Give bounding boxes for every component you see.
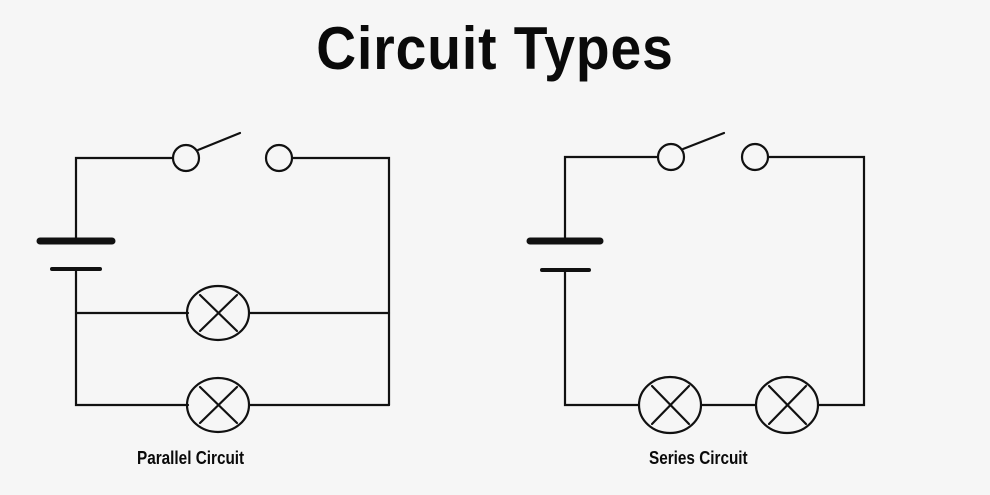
open-switch-icon: [656, 131, 770, 172]
battery-icon: [36, 237, 116, 271]
lamp-icon: [185, 376, 251, 434]
open-switch-icon: [171, 131, 294, 173]
lamp-icon: [185, 284, 251, 342]
lamp-icon: [754, 375, 820, 435]
page-title: Circuit Types: [316, 15, 674, 82]
parallel-circuit-label: Parallel Circuit: [137, 448, 245, 468]
series-circuit-label: Series Circuit: [649, 448, 748, 468]
battery-icon: [526, 237, 604, 272]
parallel-circuit: [36, 131, 391, 434]
lamp-icon: [637, 375, 703, 435]
series-circuit: [526, 131, 866, 435]
